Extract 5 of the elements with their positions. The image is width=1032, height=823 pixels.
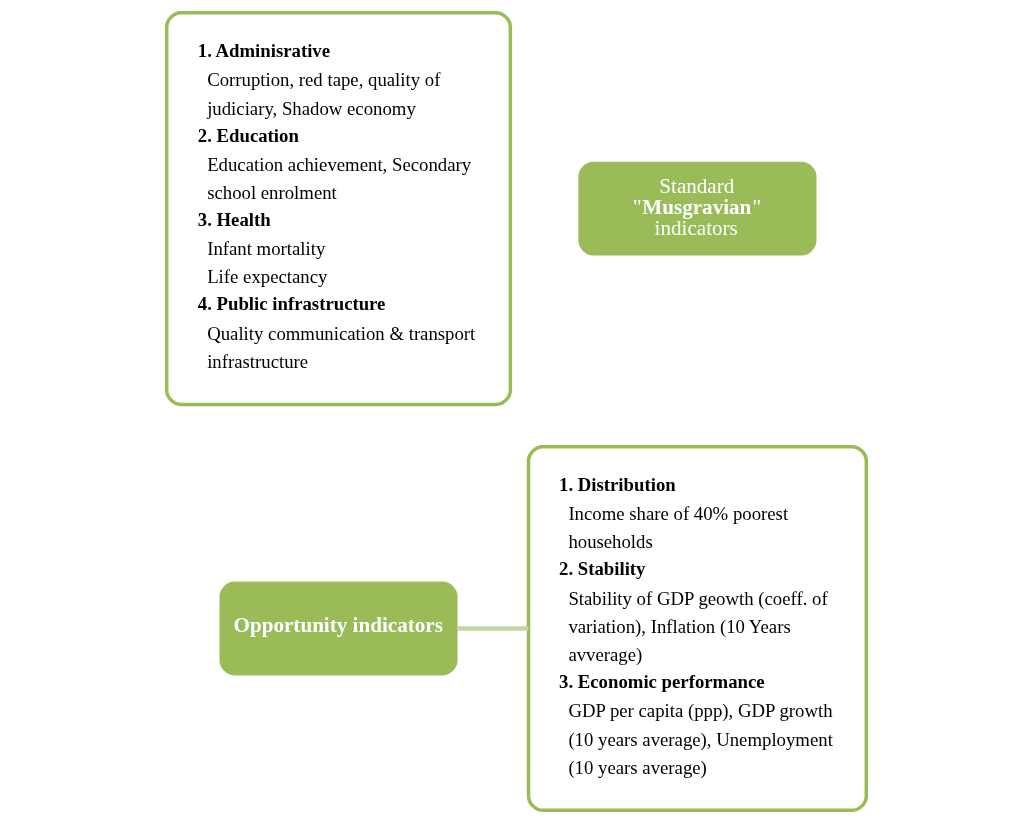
node-box: 1. Distribution Income share of 40% poorest households 2. Stability Stability of GDP geowth (coeff. of variation), Inflation (10 Years avverage) 3. Economic performance GDP per capita (ppp), GDP growth (10 years average), Unemployment (10 years average) [526, 444, 868, 813]
connector [456, 626, 528, 631]
node-box: Standard "Musgravian" indicators [577, 161, 816, 256]
node-box: 1. Adminisrative Corruption, red tape, quality of judiciary, Shadow economy 2. Education Education achievement, Secondary school enrolment 3. Health Infant mortality Life expectancy 4. Public infrastructure Quality communication & transport infrastructure [164, 10, 512, 407]
node-box: Opportunity indicators [218, 581, 458, 676]
